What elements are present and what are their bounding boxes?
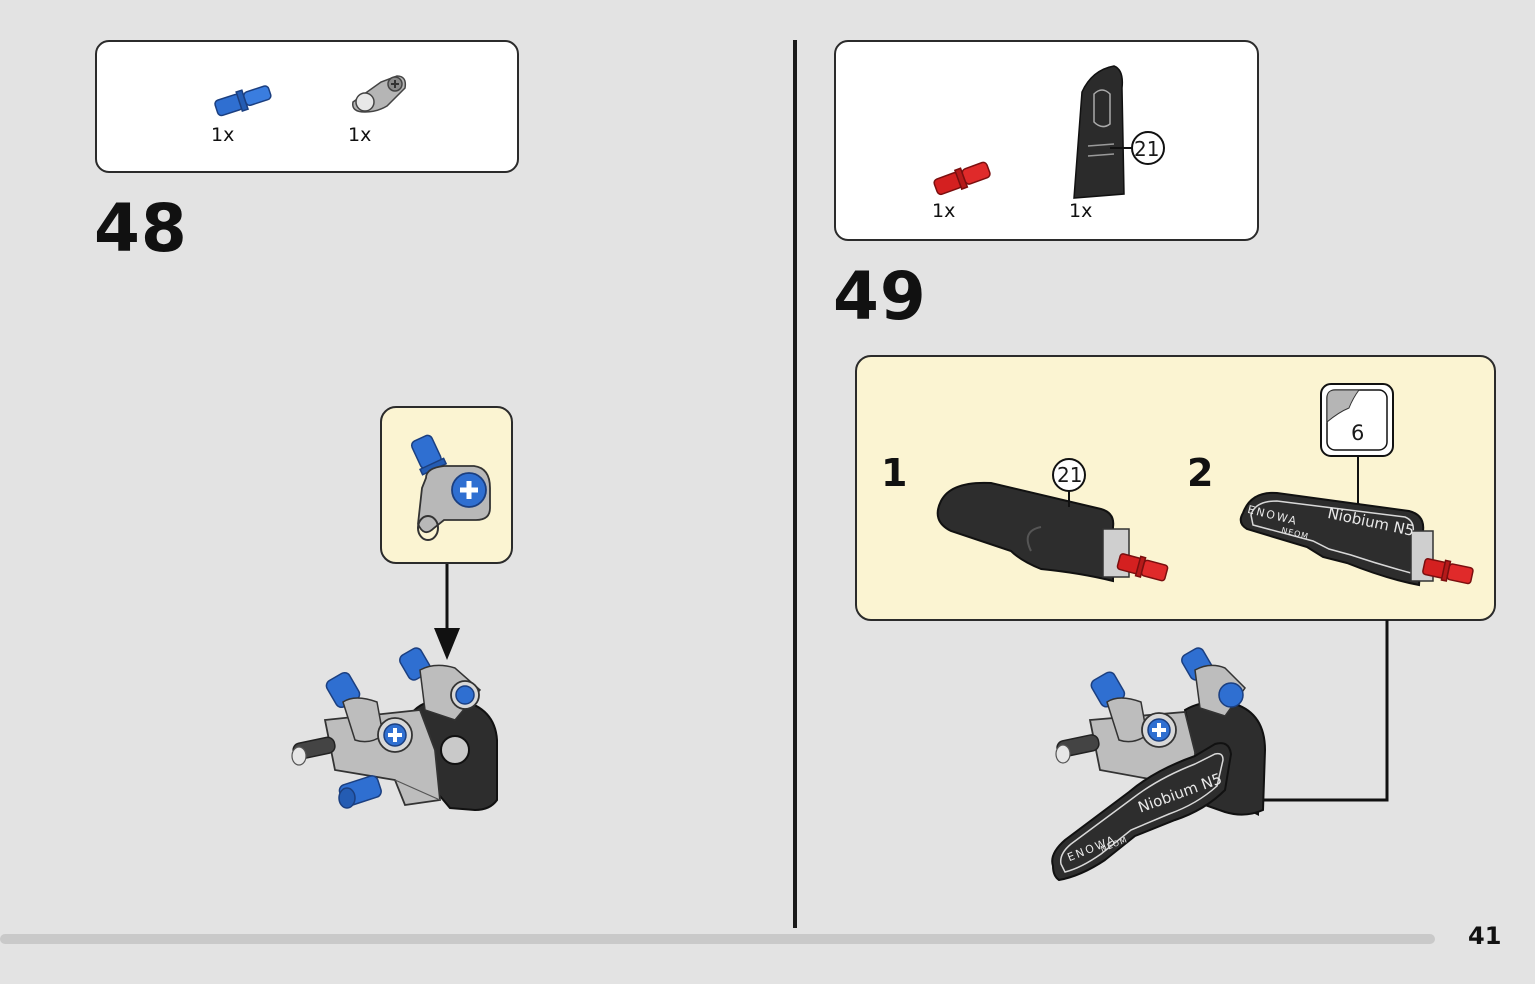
- grey-connector-icon: [352, 75, 407, 113]
- assembly-arrow: [434, 564, 460, 660]
- model-step-48-icon: [291, 647, 498, 812]
- connector-with-pin-icon: [410, 434, 491, 541]
- sticker-number: 6: [1351, 421, 1365, 445]
- page-number: 41: [1468, 922, 1502, 950]
- substep-label: 2: [1187, 451, 1214, 495]
- parts-list-box-step-48: 1x 1x: [95, 40, 519, 173]
- callout-number-icon: [1110, 131, 1165, 165]
- model-step-49-icon: [1051, 647, 1267, 882]
- substep-label: 1: [881, 451, 908, 495]
- part-qty: 1x: [348, 124, 372, 146]
- part-qty: 1x: [211, 124, 235, 146]
- black-panel-sub1-icon: [936, 481, 1169, 583]
- parts-list-box-step-49: 1x 1x 21: [834, 40, 1259, 241]
- substep-callout-number: 21: [1057, 463, 1083, 487]
- black-panel-sub2-icon: [1239, 491, 1474, 587]
- part-qty: 1x: [1069, 200, 1093, 222]
- part-qty: 1x: [932, 200, 956, 222]
- callout-number-sub1-icon: [1052, 458, 1086, 507]
- panel-callout-number: 21: [1134, 137, 1160, 161]
- subassembly-callout-step-48: [380, 406, 513, 564]
- subassembly-callout-step-49: 1 2 21 6 Niobium N5 E: [855, 355, 1496, 621]
- progress-bar: [0, 934, 1435, 944]
- step-number-49: 49: [833, 258, 927, 335]
- blue-axle-pin-icon: [214, 85, 272, 117]
- sticker-sheet-icon: [1320, 383, 1394, 457]
- red-axle-pin-icon: [933, 161, 991, 196]
- black-panel-icon: [1073, 65, 1125, 199]
- page-divider: [793, 40, 797, 928]
- step-number-48: 48: [94, 190, 188, 267]
